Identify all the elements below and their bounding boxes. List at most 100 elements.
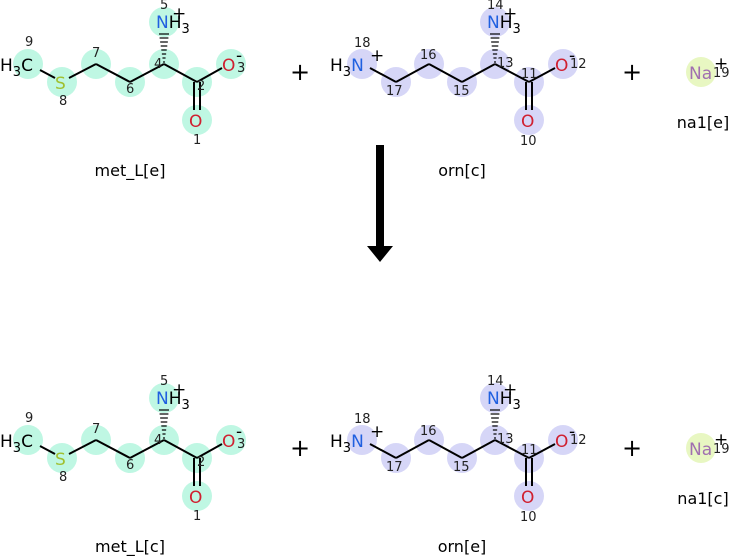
atom-number: 3 [237, 61, 245, 76]
atom-number: 15 [453, 460, 470, 475]
bond [68, 63, 97, 79]
atom-number: 13 [497, 432, 514, 447]
atom-number: 5 [160, 0, 168, 13]
atom-number: 9 [25, 35, 33, 50]
atom-highlight [514, 105, 544, 135]
atom-number: 7 [92, 422, 100, 437]
atom-number: 12 [570, 433, 587, 448]
atom-highlight [182, 481, 212, 511]
atom-number: 13 [497, 56, 514, 71]
charge-plus: + [172, 380, 186, 400]
bond [528, 67, 556, 83]
atom-highlight [347, 49, 377, 79]
bond [129, 63, 165, 83]
atom-highlight [13, 49, 43, 79]
arrow-shaft [376, 145, 384, 248]
atom-number: 8 [59, 94, 67, 109]
atom-highlight [480, 7, 510, 37]
arrow-head-icon [367, 246, 393, 262]
charge-plus: + [503, 4, 517, 24]
charge-plus: + [172, 4, 186, 24]
charge-plus: + [714, 430, 728, 450]
bond [163, 439, 198, 459]
atom-highlight [47, 67, 77, 97]
species-name: met_L[c] [95, 537, 165, 557]
species-name: na1[e] [677, 113, 729, 132]
atom-highlight [686, 433, 716, 463]
atom-label-sulfur: S [55, 74, 66, 94]
bond [369, 443, 397, 459]
atom-label-sodium: Na [689, 440, 712, 460]
atom-number: 6 [126, 82, 134, 97]
plus-sign: + [290, 58, 310, 86]
atom-highlight [149, 383, 179, 413]
atom-number: 11 [521, 443, 538, 458]
atom-number: 12 [570, 57, 587, 72]
atom-number: 2 [197, 455, 205, 470]
atom-highlight [182, 105, 212, 135]
bond [395, 63, 430, 83]
atom-number: 18 [354, 412, 371, 427]
bond [163, 63, 198, 83]
charge-minus: - [236, 422, 242, 442]
atom-number: 16 [420, 48, 437, 63]
atom-number: 3 [237, 437, 245, 452]
atom-highlight [548, 49, 578, 79]
atom-label-sulfur: S [55, 450, 66, 470]
charge-plus: + [503, 380, 517, 400]
atom-label-oxygen: O [555, 432, 568, 452]
atom-number: 18 [354, 36, 371, 51]
bond [68, 439, 97, 455]
atom-highlight [47, 443, 77, 473]
bond [196, 67, 223, 83]
atom-number: 7 [92, 46, 100, 61]
atom-number: 4 [154, 57, 162, 72]
bond [196, 443, 223, 459]
bond [395, 439, 430, 459]
plus-sign: + [622, 58, 642, 86]
bond [129, 439, 165, 459]
charge-minus: - [569, 422, 575, 442]
atom-highlight [686, 57, 716, 87]
atom-number: 6 [126, 458, 134, 473]
bond [428, 63, 463, 83]
atom-highlight [216, 425, 246, 455]
bond [39, 445, 56, 455]
atom-label-oxygen: O [222, 56, 235, 76]
atom-label-oxygen: O [189, 112, 202, 132]
atom-highlight [414, 49, 444, 79]
charge-minus: - [569, 46, 575, 66]
charge-minus: - [236, 46, 242, 66]
bond [39, 69, 56, 79]
species-name: na1[c] [677, 489, 728, 508]
atom-label-oxygen: O [222, 432, 235, 452]
atom-highlight [13, 425, 43, 455]
atom-highlight [514, 481, 544, 511]
bond [494, 63, 530, 83]
atom-number: 8 [59, 470, 67, 485]
bond [461, 63, 496, 83]
charge-plus: + [370, 422, 384, 442]
atom-number: 16 [420, 424, 437, 439]
atom-number: 1 [193, 133, 201, 148]
bond [369, 67, 397, 83]
atom-number: 5 [160, 374, 168, 389]
atom-number: 4 [154, 433, 162, 448]
atom-number: 10 [520, 510, 537, 525]
bond [95, 439, 131, 459]
bond [494, 439, 530, 459]
atom-highlight [149, 7, 179, 37]
atom-label-oxygen: O [521, 488, 534, 508]
species-name: orn[e] [438, 537, 487, 556]
atom-number: 17 [386, 84, 403, 99]
bond [95, 63, 131, 83]
atom-number: 9 [25, 411, 33, 426]
atom-label-oxygen: O [521, 112, 534, 132]
atom-highlight [347, 425, 377, 455]
atom-highlight [480, 383, 510, 413]
